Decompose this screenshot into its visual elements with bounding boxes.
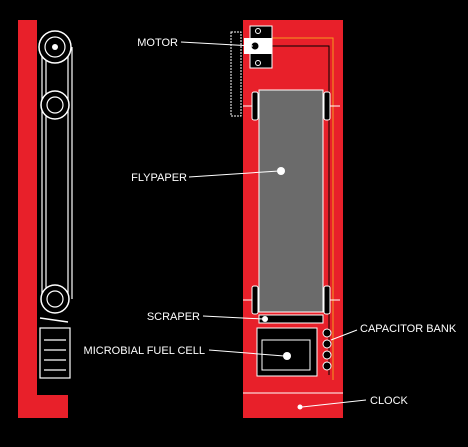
capacitor-bank <box>322 328 332 371</box>
side-frame <box>18 20 68 418</box>
front-top-roller <box>243 91 340 121</box>
side-view <box>18 20 73 418</box>
motor-wire-ground <box>272 45 330 375</box>
front-view <box>230 20 343 418</box>
side-fuel-cell <box>39 327 71 379</box>
motor-dot <box>251 42 259 50</box>
label-motor: MOTOR <box>137 37 178 49</box>
label-clock: CLOCK <box>370 395 409 407</box>
label-scraper: SCRAPER <box>147 311 200 323</box>
flypaper-dot <box>277 167 285 175</box>
side-lower-roller <box>40 284 70 314</box>
side-top-pulley <box>38 30 72 64</box>
label-flypaper: FLYPAPER <box>131 172 187 184</box>
motor-body <box>244 25 273 69</box>
motor-wire <box>272 37 334 380</box>
scraper-bar <box>258 314 324 324</box>
clock-dot <box>297 404 303 410</box>
flypaper-sheet <box>258 89 324 313</box>
leader-lines <box>180 41 367 408</box>
scraper-dot <box>262 316 268 322</box>
side-scraper <box>39 317 69 323</box>
fuel-cell-box <box>256 327 318 377</box>
front-bottom-roller <box>243 285 340 315</box>
label-fuel-cell: MICROBIAL FUEL CELL <box>84 345 205 357</box>
side-upper-roller <box>40 90 70 120</box>
label-capacitor-bank: CAPACITOR BANK <box>360 323 457 335</box>
drive-gear <box>230 31 242 117</box>
fuel-cell-dot <box>283 352 291 360</box>
